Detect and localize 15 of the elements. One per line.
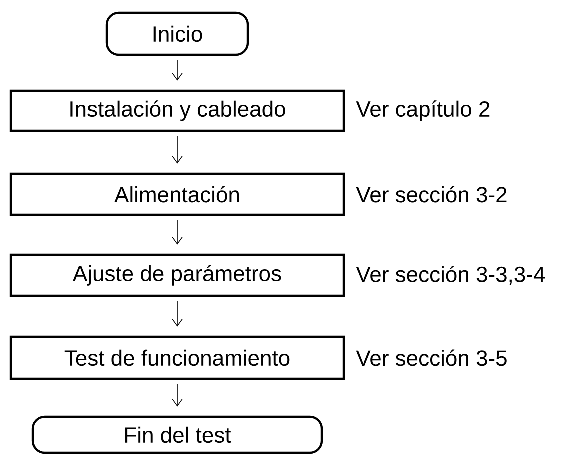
arrow <box>172 136 183 164</box>
reference-note: Ver capítulo 2 <box>356 100 490 122</box>
reference-note: Ver sección 3-5 <box>356 350 507 366</box>
arrow <box>172 220 183 245</box>
arrow <box>172 300 183 327</box>
reference-note: Ver sección 3-3,3-4 <box>356 266 546 285</box>
arrow <box>172 60 183 81</box>
terminal-box: Fin del test <box>32 416 324 454</box>
terminal-box: Inicio <box>106 12 250 56</box>
process-box: Instalación y cableado <box>10 90 346 132</box>
arrow <box>172 384 183 407</box>
process-box: Alimentación <box>10 172 346 216</box>
process-box: Test de funcionamiento <box>10 336 346 380</box>
reference-note: Ver sección 3-2 <box>356 186 507 203</box>
process-box: Ajuste de parámetros <box>10 254 346 298</box>
